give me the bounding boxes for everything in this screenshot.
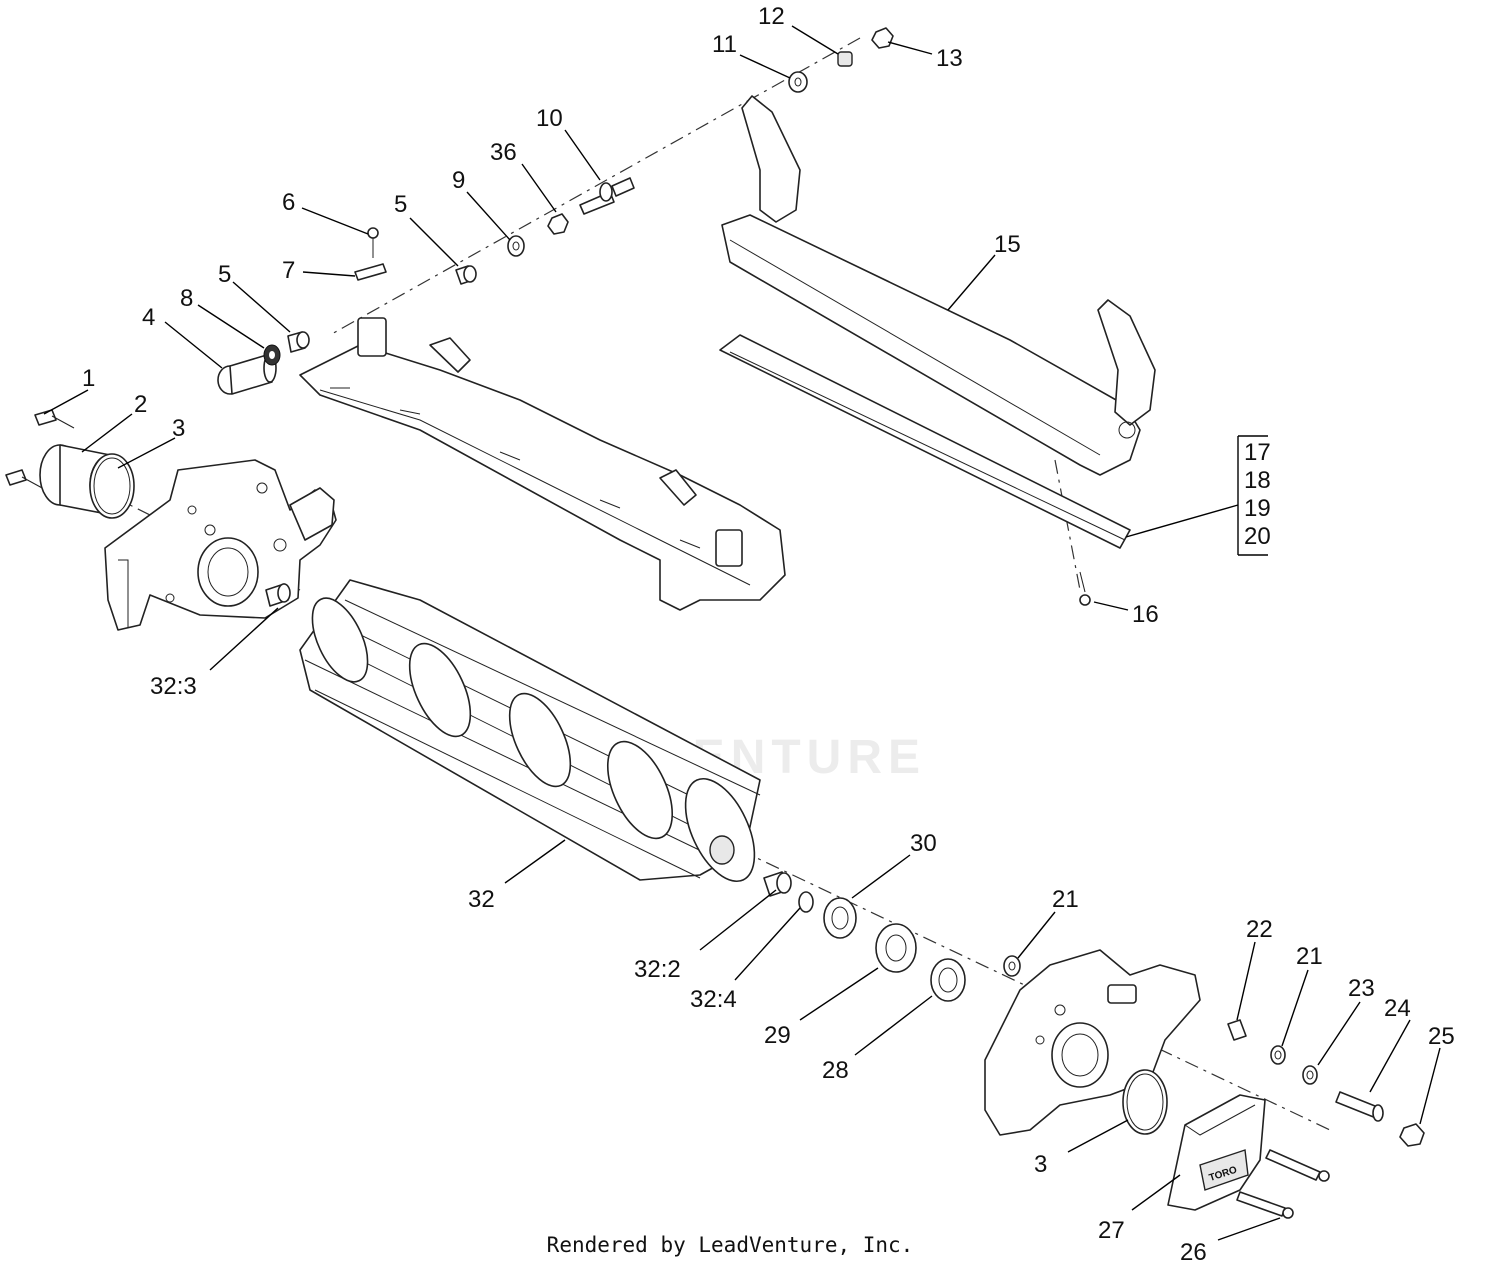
seal-28 bbox=[930, 958, 966, 1002]
callout-9: 9 bbox=[452, 167, 465, 194]
callout-4: 4 bbox=[142, 304, 155, 331]
shaft-4 bbox=[217, 353, 277, 395]
bushing-32-3 bbox=[265, 583, 291, 607]
callout-3b: 3 bbox=[1034, 1151, 1047, 1178]
callout-10: 10 bbox=[536, 105, 563, 132]
ring-3-left bbox=[89, 453, 135, 519]
callout-1: 1 bbox=[82, 365, 95, 392]
callout-32: 32 bbox=[468, 886, 495, 913]
footer-credit: Rendered by LeadVenture, Inc. bbox=[546, 1233, 914, 1257]
bolt-1 bbox=[5, 409, 75, 490]
bedbar-frame bbox=[299, 317, 786, 611]
callout-25: 25 bbox=[1428, 1023, 1455, 1050]
right-side-plate bbox=[984, 949, 1201, 1136]
callout-20: 20 bbox=[1244, 523, 1271, 550]
washer-21b bbox=[1270, 1045, 1286, 1065]
bolts-26 bbox=[1236, 1149, 1330, 1219]
callout-13: 13 bbox=[936, 45, 963, 72]
callout-19: 19 bbox=[1244, 495, 1271, 522]
callout-30: 30 bbox=[910, 830, 937, 857]
callout-15: 15 bbox=[994, 231, 1021, 258]
callout-12: 12 bbox=[758, 3, 785, 30]
bearing-29 bbox=[875, 923, 917, 973]
bushing-32-2 bbox=[763, 871, 792, 897]
bushing-22 bbox=[1227, 1019, 1247, 1041]
callout-36: 36 bbox=[490, 139, 517, 166]
callout-21b: 21 bbox=[1296, 943, 1323, 970]
callout-32-2: 32:2 bbox=[634, 956, 681, 983]
bolt-10 bbox=[579, 177, 635, 215]
callout-29: 29 bbox=[764, 1022, 791, 1049]
reel-32 bbox=[299, 579, 761, 883]
callout-22: 22 bbox=[1246, 916, 1273, 943]
bracket-17-20 bbox=[1237, 435, 1268, 556]
ring-32-4 bbox=[798, 891, 814, 913]
callout-27: 27 bbox=[1098, 1217, 1125, 1244]
leader-lines bbox=[43, 25, 1441, 1241]
callout-23: 23 bbox=[1348, 975, 1375, 1002]
callout-17: 17 bbox=[1244, 439, 1271, 466]
nut-36 bbox=[547, 213, 569, 235]
washer-21a bbox=[1003, 955, 1021, 977]
seal-30 bbox=[823, 897, 857, 939]
spring-12 bbox=[837, 51, 853, 67]
clip-7 bbox=[354, 263, 387, 281]
bushing-5a bbox=[287, 331, 310, 353]
callout-6: 6 bbox=[282, 189, 295, 216]
callout-11: 11 bbox=[712, 31, 737, 58]
callout-24: 24 bbox=[1384, 995, 1411, 1022]
callout-8: 8 bbox=[180, 285, 193, 312]
ring-3-right bbox=[1122, 1069, 1168, 1135]
left-side-plate bbox=[104, 459, 337, 631]
washer-23 bbox=[1302, 1065, 1318, 1085]
callout-32-3: 32:3 bbox=[150, 673, 197, 700]
callout-2: 2 bbox=[134, 391, 147, 418]
bedknife bbox=[719, 334, 1131, 549]
callout-5a: 5 bbox=[218, 261, 231, 288]
callout-21a: 21 bbox=[1052, 886, 1079, 913]
callout-3: 3 bbox=[172, 415, 185, 442]
screw-16 bbox=[1079, 571, 1091, 606]
nut-25 bbox=[1399, 1123, 1425, 1147]
screw-6 bbox=[367, 227, 379, 258]
callout-28: 28 bbox=[822, 1057, 849, 1084]
nut-13 bbox=[871, 27, 894, 49]
callout-18: 18 bbox=[1244, 467, 1271, 494]
bolt-24 bbox=[1335, 1091, 1384, 1122]
bracket-labels: 17 18 19 20 bbox=[1244, 439, 1271, 550]
washer-9 bbox=[507, 235, 525, 257]
bushing-5b bbox=[455, 265, 477, 285]
callout-32-4: 32:4 bbox=[690, 986, 737, 1013]
holder-frame-15 bbox=[721, 95, 1156, 476]
callout-5b: 5 bbox=[394, 191, 407, 218]
callout-7: 7 bbox=[282, 257, 295, 284]
callout-16: 16 bbox=[1132, 601, 1159, 628]
callout-labels: 1 2 3 4 5 8 7 6 5 9 36 10 11 12 13 15 16… bbox=[82, 3, 1455, 1266]
seal-8 bbox=[263, 344, 281, 366]
callout-26: 26 bbox=[1180, 1239, 1207, 1266]
washer-11 bbox=[788, 71, 808, 93]
weight-27: TORO bbox=[1167, 1094, 1266, 1211]
